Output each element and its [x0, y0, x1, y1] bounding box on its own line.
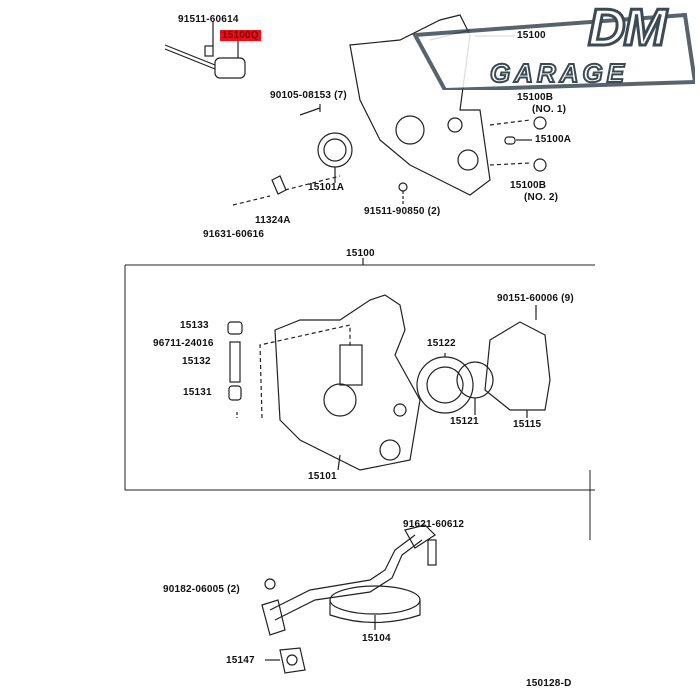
logo-mark: DM: [587, 0, 669, 57]
label-91621-60612: 91621-60612: [403, 519, 465, 530]
label-15104: 15104: [362, 633, 391, 644]
oil-strainer: [261, 524, 436, 636]
label-91511-90850: 91511-90850 (2): [364, 206, 441, 217]
label-15147: 15147: [226, 655, 255, 666]
label-91631-60616: 91631-60616: [203, 229, 265, 240]
label-15101: 15101: [308, 471, 337, 482]
label-15101a: 15101A: [308, 182, 345, 193]
oil-seal-icon: [317, 132, 353, 168]
label-no1: (NO. 1): [532, 104, 567, 115]
label-90182-06005: 90182-06005 (2): [163, 584, 240, 595]
pump-body: [274, 294, 421, 471]
label-91511-60614: 91511-60614: [178, 14, 239, 25]
label-90151-60006: 90151-60006 (9): [497, 293, 574, 304]
figure-code: 150128-D: [526, 678, 572, 689]
label-15100a: 15100A: [535, 134, 572, 145]
label-15133: 15133: [180, 320, 209, 331]
label-11324a: 11324A: [255, 215, 291, 226]
label-96711-24016: 96711-24016: [153, 338, 214, 349]
oil-pressure-sensor: [164, 22, 246, 79]
label-15131: 15131: [183, 387, 212, 398]
label-15121: 15121: [450, 416, 479, 427]
label-no2: (NO. 2): [524, 192, 559, 203]
label-90105-08153: 90105-08153 (7): [270, 90, 347, 101]
label-15100-group: 15100: [346, 248, 375, 259]
label-15100b-no1: 15100B: [517, 92, 554, 103]
label-15115: 15115: [513, 419, 542, 430]
label-15100-top: 15100: [517, 30, 546, 41]
label-15132: 15132: [182, 356, 211, 367]
label-15122: 15122: [427, 338, 456, 349]
label-15100b-no2: 15100B: [510, 180, 547, 191]
logo-text: GARAGE: [489, 58, 629, 88]
label-15100q-highlighted: 15100Q: [220, 30, 261, 41]
